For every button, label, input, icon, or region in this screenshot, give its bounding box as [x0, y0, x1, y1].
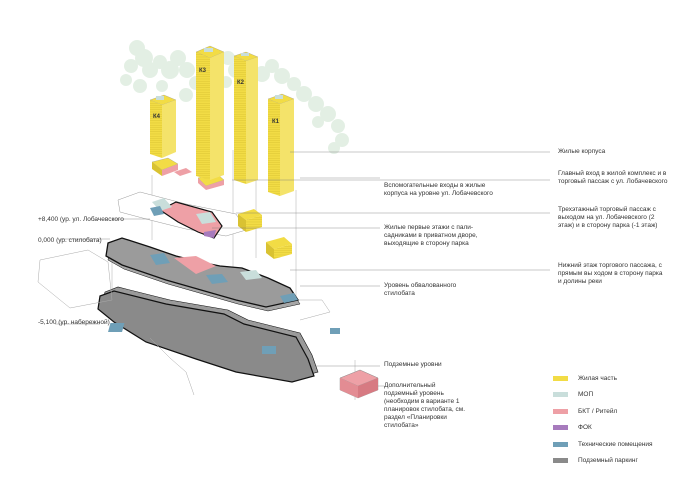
tower-k4-label: К4	[153, 114, 161, 120]
leader-lines	[55, 151, 550, 387]
annotation-auxiliary-entrances: Вспомогательные входы в жилые корпуса на…	[384, 182, 493, 197]
terrain-outline	[37, 249, 331, 396]
tower-k4: К4	[149, 94, 177, 158]
annotation-underground-levels: Подземные уровни	[384, 361, 442, 368]
annotation-embanked-stylobate: Уровень обвалованного стилобата	[384, 282, 457, 297]
annotation-main-entrance: Главный вход в жилой комплекс и в торгов…	[558, 170, 668, 185]
legend-label: Технические помещения	[578, 440, 653, 448]
annotation-three-storey-passage: Трехэтажный торговый пассаж с выходом на…	[558, 206, 658, 229]
legend-swatch	[553, 425, 568, 430]
lobachevsky-level-slab	[117, 191, 247, 239]
tower-k3-label: К3	[199, 68, 207, 74]
legend-item: Технические помещения	[553, 440, 693, 448]
annotation-residential-first-floors: Жилые первые этажи с пали-садниками в пр…	[384, 224, 478, 247]
level-label-stylobate: 0,000 (ур. стилобата)	[38, 237, 102, 244]
underground-levels-slab	[97, 286, 340, 383]
legend-label: ФОК	[578, 424, 592, 431]
legend-item: Жилая часть	[553, 374, 693, 382]
legend-swatch	[553, 392, 568, 397]
tower-k3: К3	[195, 45, 225, 180]
legend-swatch	[553, 441, 568, 447]
stylobate-slab	[105, 237, 301, 312]
legend-label: БКТ / Ритейл	[578, 407, 618, 415]
annotation-extra-underground: Дополнительный подземный уровень (необхо…	[384, 382, 466, 429]
legend-swatch	[553, 408, 568, 414]
level-label-lobachevsky: +8,400 (ур. ул. Лобачевского	[38, 216, 124, 223]
annotation-lower-passage-floor: Нижний этаж торгового пассажа, с прямым …	[558, 262, 663, 285]
legend-label: Жилая часть	[578, 374, 617, 382]
level-label-embankment: -5,100 (ур. набережной)	[38, 319, 110, 326]
legend-swatch	[553, 375, 568, 381]
extra-underground-box	[339, 369, 379, 399]
legend-swatch	[553, 458, 568, 463]
tower-k1-label: К1	[272, 119, 280, 125]
legend-label: МОП	[578, 391, 594, 398]
annotation-residential-buildings: Жилые корпуса	[558, 148, 606, 155]
tower-k1: К1	[267, 93, 295, 196]
legend-item: ФОК	[553, 424, 693, 432]
legend-label: Подземный паркинг	[578, 457, 638, 464]
tower-k2: К2	[233, 51, 259, 184]
legend-item: МОП	[553, 391, 693, 399]
legend-item: БКТ / Ритейл	[553, 407, 693, 415]
tower-k2-label: К2	[237, 80, 245, 86]
legend-item: Подземный паркинг	[553, 457, 693, 465]
